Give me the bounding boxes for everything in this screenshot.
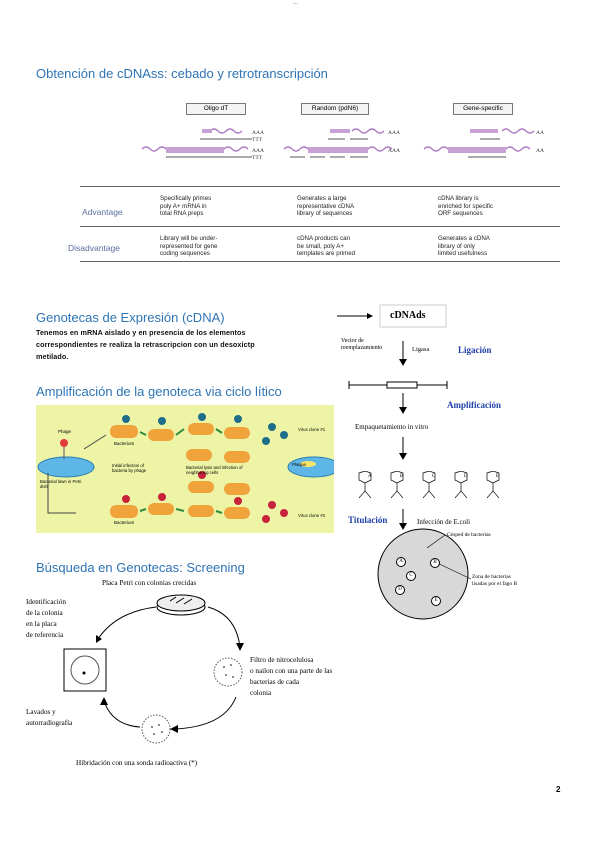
svg-text:TTT: TTT: [252, 137, 263, 143]
initial-infection-label: Initial infection of bacteria by phage: [112, 463, 147, 473]
section-title-screening: Búsqueda en Genotecas: Screening: [36, 560, 245, 575]
phage-letter: A: [368, 474, 372, 479]
expression-paragraph: Tenemos en mRNA aislado y en presencia d…: [36, 328, 255, 361]
bacterial-lawn-label: Bacterial lawn in Petri dish: [40, 479, 82, 489]
phage-row: A B C D E: [349, 470, 509, 505]
bacterium-label-top: Bacterium: [114, 441, 135, 446]
header-mark: ...: [293, 0, 299, 6]
phage-letter: B: [400, 474, 404, 479]
svg-text:AAA: AAA: [252, 148, 264, 154]
phage-letter: E: [496, 474, 500, 479]
petri-label: Placa Petri con colonias crecidas: [102, 579, 197, 587]
packaging-label: Empaquetamiento in vitro: [355, 423, 429, 431]
header-random: Random (pdN6): [301, 103, 369, 115]
virus-clone-2-label: Virus clone #2: [298, 513, 326, 518]
cdnads-label: cDNAds: [390, 310, 426, 321]
section-title-expression: Genotecas de Expresión (cDNA): [36, 310, 225, 325]
titration-label: Titulación: [348, 515, 388, 525]
ligase-label: Ligasa: [412, 346, 430, 353]
svg-text:AA: AA: [536, 148, 544, 154]
svg-text:TTT: TTT: [252, 155, 263, 161]
phage-label: Phage: [58, 429, 72, 434]
bacterium-label-bottom: Bacterium: [114, 520, 135, 525]
svg-text:AA: AA: [536, 130, 544, 136]
plaque: C: [406, 571, 416, 581]
lawn-label: Césped de bacterias: [447, 532, 491, 538]
section-title-priming: Obtención de cDNAss: cebado y retrotrans…: [36, 66, 328, 81]
amplification-label: Amplificación: [447, 400, 501, 410]
hybridization-label: Hibridación con una sonda radioactiva (*…: [76, 759, 198, 767]
row-label-disadvantage: Disadvantage: [68, 243, 120, 253]
section-title-amplification: Amplificación de la genoteca via ciclo l…: [36, 384, 282, 399]
bacterial-lysis-label: Bacterial lysis and infection of neighbo…: [186, 465, 243, 475]
lytic-cycle-diagram: Phage Bacterium Bacterium Initial infect…: [36, 405, 334, 533]
header-oligo-dt: Oligo dT: [186, 103, 246, 115]
virus-clone-1-label: Virus clone #1: [298, 427, 326, 432]
priming-table: Oligo dT Random (pdN6) Gene-specific AAA…: [60, 95, 560, 265]
primer-schematic: AAA TTT AAA TTT AAA AAA AA AA: [141, 128, 544, 161]
screening-diagram: Placa Petri con colonias crecidas Identi…: [26, 577, 371, 777]
plaque: D: [395, 585, 405, 595]
row-label-advantage: Advantage: [82, 207, 123, 217]
plaque: B: [430, 558, 440, 568]
disadvantage-oligo-dt: Library will be under-represented for ge…: [160, 235, 218, 257]
phage-letter: C: [432, 474, 436, 479]
phage-letter: D: [464, 474, 468, 479]
page-number: 2: [556, 785, 561, 794]
plaque-label: Plaque: [292, 462, 307, 467]
infection-label: Infección de E.coli: [417, 518, 471, 526]
svg-text:AAA: AAA: [388, 148, 400, 154]
plaque: E: [431, 596, 441, 606]
ligation-label: Ligación: [458, 345, 492, 355]
aaa-label: AAA: [252, 130, 264, 136]
svg-text:AAA: AAA: [388, 130, 400, 136]
plaque: A: [396, 557, 406, 567]
header-gene-specific: Gene-specific: [453, 103, 513, 115]
